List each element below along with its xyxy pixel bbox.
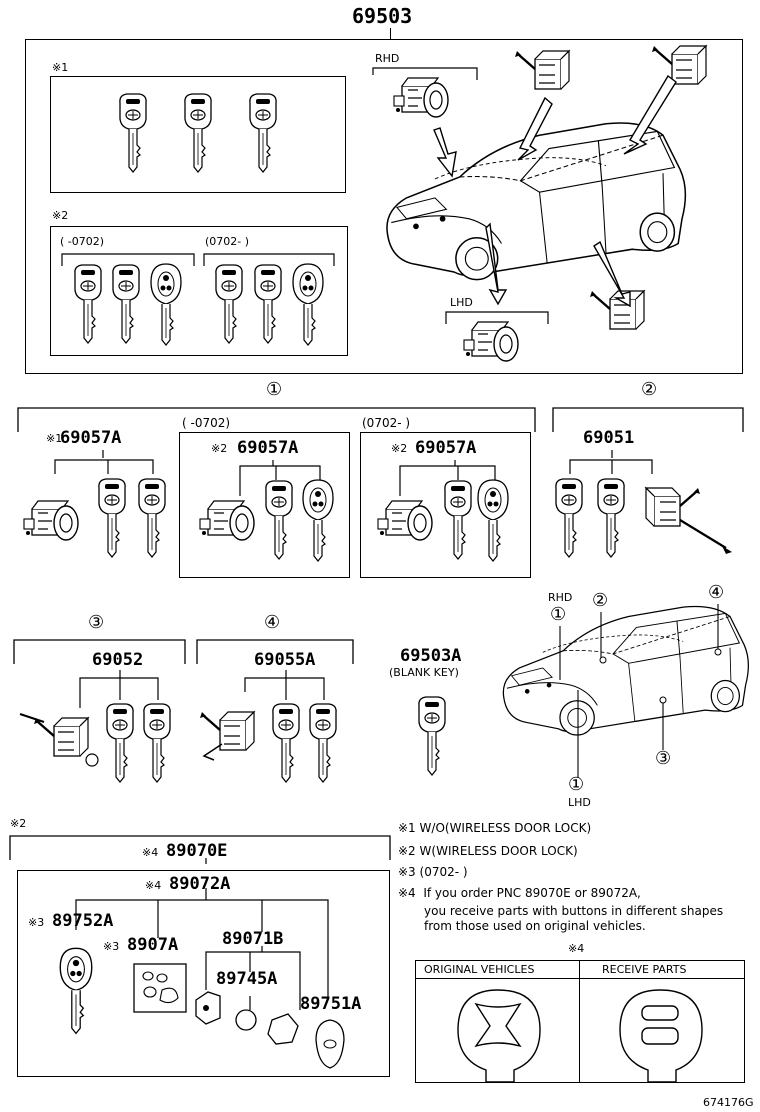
compare-table: [415, 960, 745, 1083]
top-assembly-frame: [25, 39, 743, 374]
locator-callout-2: ②: [592, 590, 609, 611]
callout-4: ④: [264, 612, 281, 633]
group1-frame: [50, 76, 346, 193]
note-4-text: If you order PNC 89070E or 89072A,: [423, 886, 641, 900]
remote-top-part-number: 89070E: [166, 841, 228, 861]
note-2-mark: ※2: [398, 844, 416, 858]
locator-rhd-label: RHD: [548, 591, 573, 604]
remote-mark: ※2: [10, 817, 27, 830]
p2-part-number: 8907A: [127, 935, 179, 955]
note-3-mark: ※3: [398, 865, 416, 879]
set1b-part-number: 69057A: [237, 438, 299, 458]
locator-callout-1b: ①: [568, 774, 585, 795]
set1c-part-number: 69057A: [415, 438, 477, 458]
top-part-number: 69503: [352, 4, 413, 28]
note-3: ※3 (0702- ): [398, 866, 468, 878]
set2-part-number: 69051: [583, 428, 635, 448]
group1-mark: ※1: [52, 61, 69, 74]
note-4-line3: from those used on original vehicles.: [424, 919, 646, 933]
set1a-mark: ※1: [46, 432, 63, 445]
blank-key-label: (BLANK KEY): [389, 666, 459, 679]
set1b-frame: [179, 432, 350, 578]
locator-callout-4: ④: [708, 582, 725, 603]
set1b-mark: ※2: [211, 442, 228, 455]
compare-col-original: ORIGINAL VEHICLES: [424, 963, 535, 976]
p4-part-number: 89745A: [216, 969, 278, 989]
set1c-mark: ※2: [391, 442, 408, 455]
lhd-label: LHD: [450, 296, 473, 309]
range-a: ( -0702): [182, 416, 231, 430]
remote-sub-part-number: 89072A: [169, 874, 231, 894]
note-4-mark: ※4: [398, 886, 416, 900]
group2-range-b: (0702- ): [205, 235, 250, 248]
callout-2: ②: [641, 379, 658, 400]
set1c-frame: [360, 432, 531, 578]
range-b: (0702- ): [362, 416, 411, 430]
p5-part-number: 89751A: [300, 994, 362, 1014]
remote-frame: [17, 870, 390, 1077]
figure-code: 674176G: [703, 1096, 754, 1109]
compare-header-divider: [415, 978, 745, 979]
p2-mark: ※3: [103, 940, 120, 953]
locator-callout-1: ①: [550, 604, 567, 625]
group2-range-a: ( -0702): [60, 235, 105, 248]
note-4: ※4 If you order PNC 89070E or 89072A,: [398, 887, 641, 899]
callout-1: ①: [266, 379, 283, 400]
set1a-part-number: 69057A: [60, 428, 122, 448]
note-1-text: W/O(WIRELESS DOOR LOCK): [419, 821, 592, 835]
blank-key-part-number: 69503A: [400, 646, 462, 666]
note-1: ※1 W/O(WIRELESS DOOR LOCK): [398, 822, 591, 834]
p3-part-number: 89071B: [222, 929, 284, 949]
rhd-label: RHD: [375, 52, 400, 65]
callout-3: ③: [88, 612, 105, 633]
p1-mark: ※3: [28, 916, 45, 929]
note-4-line2: you receive parts with buttons in differ…: [424, 904, 724, 918]
group2-frame: [50, 226, 348, 356]
note-1-mark: ※1: [398, 821, 416, 835]
note-3-text: (0702- ): [419, 865, 468, 879]
compare-col-receive: RECEIVE PARTS: [602, 963, 687, 976]
note-2: ※2 W(WIRELESS DOOR LOCK): [398, 845, 578, 857]
leader-line: [390, 28, 391, 40]
locator-callout-3: ③: [655, 748, 672, 769]
compare-mark: ※4: [568, 942, 585, 955]
set3-part-number: 69052: [92, 650, 144, 670]
set4-part-number: 69055A: [254, 650, 316, 670]
remote-top-mark: ※4: [142, 846, 159, 859]
note-2-text: W(WIRELESS DOOR LOCK): [419, 844, 578, 858]
locator-lhd-label: LHD: [568, 796, 591, 809]
group2-mark: ※2: [52, 209, 69, 222]
remote-sub-mark: ※4: [145, 879, 162, 892]
p1-part-number: 89752A: [52, 911, 114, 931]
compare-column-divider: [579, 960, 580, 1083]
